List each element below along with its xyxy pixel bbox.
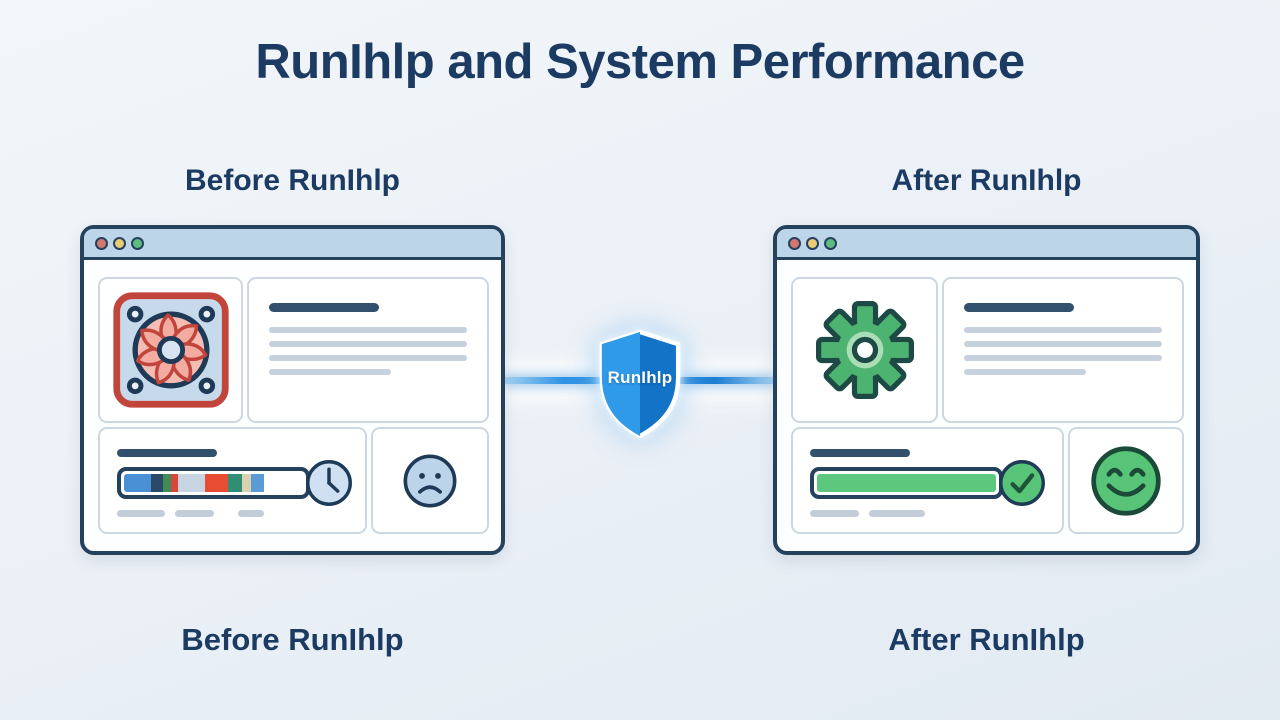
shield-label: RunIhlp <box>607 368 673 387</box>
text-placeholder-line <box>269 341 467 347</box>
after-column-bottom-label: After RunIhlp <box>888 622 1085 657</box>
caption-dash <box>175 510 214 517</box>
text-placeholder-heading <box>269 303 379 312</box>
after-text-panel <box>942 277 1184 423</box>
green-dot-icon <box>824 236 837 250</box>
red-dot-icon <box>95 236 108 250</box>
caption-dash <box>810 510 859 517</box>
text-placeholder-line <box>964 341 1162 347</box>
before-performance-panel <box>98 427 367 534</box>
progress-caption-dashes <box>117 510 264 517</box>
before-column-top-label: Before RunIhlp <box>185 164 400 197</box>
gear-icon <box>815 301 914 399</box>
caption-dash <box>238 510 264 517</box>
sad-face-icon <box>403 454 457 507</box>
text-placeholder-line <box>269 327 467 333</box>
full-progress-bar <box>810 467 1003 499</box>
page-title: RunIhlp and System Performance <box>255 35 1025 89</box>
green-dot-icon <box>131 236 144 250</box>
before-window-content <box>84 260 501 551</box>
progress-caption-dashes <box>810 510 925 517</box>
caption-dash <box>117 510 165 517</box>
after-performance-panel <box>791 427 1064 534</box>
after-window <box>773 225 1200 555</box>
cpu-fan-icon <box>112 292 229 408</box>
text-placeholder-line <box>964 355 1162 361</box>
text-placeholder-line <box>964 327 1162 333</box>
after-hardware-panel <box>791 277 938 423</box>
before-mood-panel <box>371 427 489 534</box>
fragmented-progress-bar <box>117 467 310 499</box>
before-window <box>80 225 505 555</box>
after-window-content <box>777 260 1196 551</box>
runihlp-shield-badge: RunIhlp <box>588 326 692 442</box>
text-placeholder-line <box>269 355 467 361</box>
text-placeholder-heading <box>964 303 1074 312</box>
before-hardware-panel <box>98 277 243 423</box>
red-dot-icon <box>788 236 801 250</box>
after-window-titlebar <box>777 229 1196 260</box>
text-placeholder-line <box>269 369 391 375</box>
clock-icon <box>304 458 354 508</box>
before-text-panel <box>247 277 489 423</box>
text-placeholder-line <box>964 369 1086 375</box>
progress-placeholder-heading <box>117 449 217 457</box>
yellow-dot-icon <box>806 236 819 250</box>
after-mood-panel <box>1068 427 1184 534</box>
after-column-top-label: After RunIhlp <box>891 164 1082 197</box>
caption-dash <box>869 510 925 517</box>
before-window-titlebar <box>84 229 501 260</box>
progress-placeholder-heading <box>810 449 910 457</box>
checkmark-icon <box>997 458 1047 508</box>
happy-face-icon <box>1091 445 1161 516</box>
before-column-bottom-label: Before RunIhlp <box>181 622 404 657</box>
yellow-dot-icon <box>113 236 126 250</box>
